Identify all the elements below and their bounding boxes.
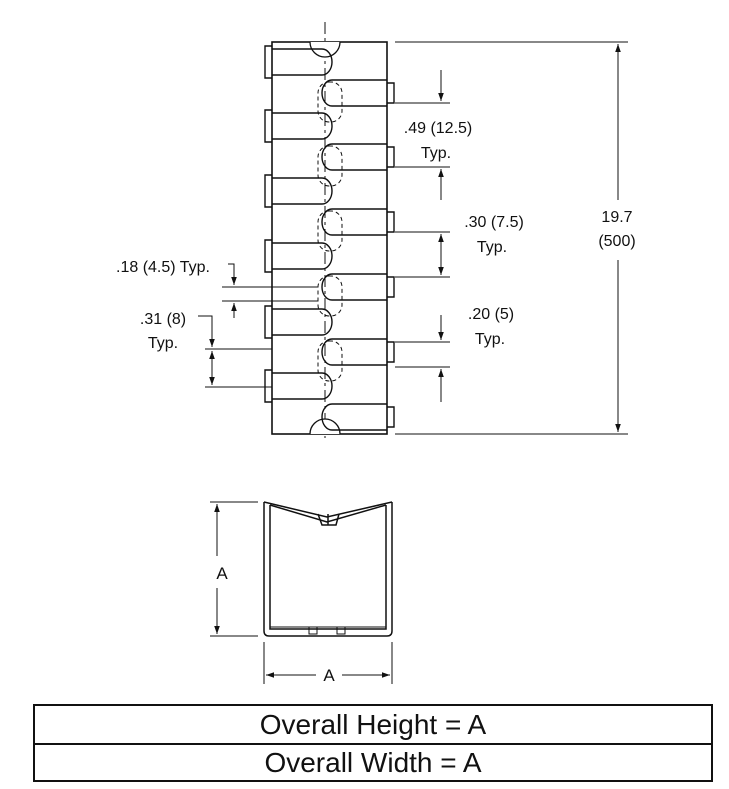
tab-pitch-label: .31 (8)	[140, 311, 186, 328]
pitch-label: .49 (12.5)	[404, 120, 472, 137]
end-view-width-dimension	[263, 642, 393, 684]
hidden-slots	[317, 81, 343, 382]
tab-pitch-dimension	[198, 315, 272, 388]
overall-length-mm-label: (500)	[598, 233, 635, 250]
gap-label: .20 (5)	[468, 306, 514, 323]
wrap-strip-side-view	[264, 22, 395, 438]
overall-length-in-label: 19.7	[601, 209, 632, 226]
overall-length-dimension	[395, 41, 628, 435]
end-view-height-dimension	[210, 501, 258, 637]
strip-body	[271, 41, 388, 435]
spec-row-width: Overall Width = A	[35, 743, 711, 780]
pitch-suffix: Typ.	[421, 145, 451, 162]
left-tabs	[264, 45, 333, 403]
tab-pitch-suffix: Typ.	[148, 335, 178, 352]
slot-width-dimension	[222, 263, 318, 318]
end-view-profile	[263, 501, 393, 637]
pitch-dimension	[395, 70, 450, 200]
tab-height-suffix: Typ.	[477, 239, 507, 256]
end-view-width-label: A	[323, 666, 335, 685]
tab-height-dimension	[395, 231, 450, 278]
right-tabs	[321, 79, 395, 431]
gap-suffix: Typ.	[475, 331, 505, 348]
end-view-height-label: A	[216, 564, 228, 583]
spec-table: Overall Height = A Overall Width = A	[33, 704, 713, 782]
tab-height-label: .30 (7.5)	[464, 214, 524, 231]
gap-dimension	[395, 315, 450, 402]
spec-row-height: Overall Height = A	[259, 708, 487, 740]
slot-width-label: .18 (4.5) Typ.	[116, 259, 210, 276]
